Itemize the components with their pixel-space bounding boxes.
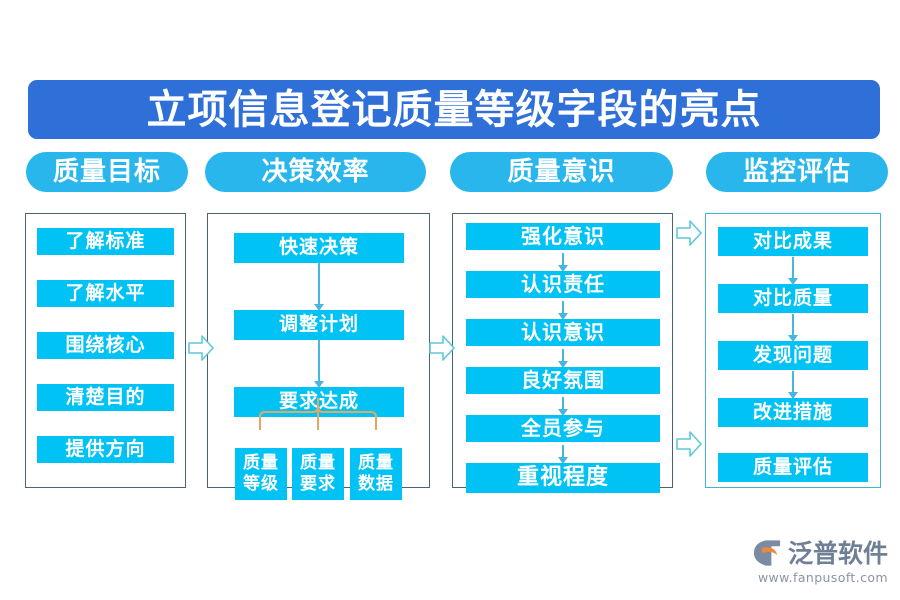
node-item: 质量评估: [718, 453, 868, 482]
section-header-decision-efficiency: 决策效率: [205, 152, 426, 192]
node-item: 认识责任: [466, 271, 660, 298]
node-label: 了解标准: [65, 229, 146, 252]
node-item: 重视程度: [466, 463, 660, 493]
page-title: 立项信息登记质量等级字段的亮点: [146, 86, 762, 133]
node-label: 认识责任: [521, 272, 605, 296]
node-label: 质量 等级: [243, 452, 279, 494]
section-header-label: 决策效率: [261, 157, 370, 187]
node-label: 发现问题: [752, 343, 833, 366]
node-label: 清楚目的: [65, 385, 146, 408]
node-item: 对比质量: [718, 284, 868, 313]
node-item: 强化意识: [466, 223, 660, 250]
flow-arrow-down-icon: [788, 257, 798, 285]
node-label: 质量 要求: [300, 452, 336, 494]
node-label: 提供方向: [65, 437, 146, 460]
node-sub-item: 质量 数据: [350, 448, 402, 500]
section-header-quality-goal: 质量目标: [26, 152, 188, 192]
node-item: 良好氛围: [466, 367, 660, 394]
panel-quality-goal: 了解标准 了解水平 围绕核心 清楚目的 提供方向: [25, 213, 186, 488]
node-label: 质量 数据: [358, 452, 394, 494]
node-sub-item: 质量 要求: [292, 448, 344, 500]
panel-flow-arrow-icon: [429, 333, 455, 363]
section-header-label: 监控评估: [742, 157, 851, 187]
node-item: 了解标准: [37, 228, 174, 255]
node-label: 全员参与: [521, 416, 605, 440]
flow-arrow-down-icon: [558, 397, 568, 416]
node-item: 对比成果: [718, 227, 868, 256]
node-label: 重视程度: [516, 465, 609, 491]
brand-logo: 泛普软件 www.fanpusoft.com: [752, 538, 888, 588]
node-item: 全员参与: [466, 415, 660, 442]
panel-decision-efficiency: 快速决策 调整计划 要求达成 质量 等级 质量 要求 质量 数据: [207, 213, 430, 500]
node-label: 强化意识: [521, 224, 605, 248]
panel-flow-arrow-icon: [676, 429, 702, 459]
node-label: 调整计划: [278, 313, 359, 336]
section-header-label: 质量意识: [507, 157, 616, 187]
node-label: 质量评估: [752, 455, 833, 478]
node-label: 快速决策: [278, 236, 359, 259]
node-item: 了解水平: [37, 280, 174, 307]
node-item: 改进措施: [718, 398, 868, 427]
flow-arrow-down-icon: [558, 445, 568, 464]
node-item: 提供方向: [37, 436, 174, 463]
node-item: 清楚目的: [37, 384, 174, 411]
node-label: 围绕核心: [65, 333, 146, 356]
panel-flow-arrow-icon: [676, 218, 702, 248]
section-header-quality-awareness: 质量意识: [450, 152, 673, 192]
node-item: 要求达成: [234, 387, 404, 417]
brand-url: www.fanpusoft.com: [757, 570, 888, 585]
node-label: 要求达成: [278, 390, 359, 413]
fanpu-logo-mark-icon: [753, 540, 781, 566]
node-item: 发现问题: [718, 341, 868, 370]
panel-monitoring-evaluation: 对比成果 对比质量 发现问题 改进措施 质量评估: [705, 213, 881, 488]
node-label: 改进措施: [752, 400, 833, 423]
node-sub-item: 质量 等级: [235, 448, 287, 500]
flow-arrow-down-icon: [558, 349, 568, 368]
brand-name: 泛普软件: [787, 538, 888, 568]
node-label: 认识意识: [521, 320, 605, 344]
node-item: 认识意识: [466, 319, 660, 346]
node-label: 对比质量: [752, 286, 833, 309]
flow-arrow-down-icon: [314, 340, 324, 388]
flow-arrow-down-icon: [558, 253, 568, 272]
node-label: 对比成果: [752, 229, 833, 252]
node-label: 了解水平: [65, 281, 146, 304]
panel-flow-arrow-icon: [188, 333, 214, 363]
flow-arrow-down-icon: [788, 371, 798, 399]
flow-arrow-down-icon: [558, 301, 568, 320]
section-header-label: 质量目标: [52, 157, 161, 187]
flow-arrow-down-icon: [314, 263, 324, 311]
flow-arrow-down-icon: [788, 314, 798, 342]
node-item: 快速决策: [234, 233, 404, 263]
page-title-banner: 立项信息登记质量等级字段的亮点: [28, 80, 880, 139]
section-header-monitoring-evaluation: 监控评估: [706, 152, 888, 192]
node-label: 良好氛围: [521, 368, 605, 392]
panel-quality-awareness: 强化意识 认识责任 认识意识 良好氛围 全员参与 重视程度: [452, 213, 673, 493]
node-item: 围绕核心: [37, 332, 174, 359]
node-item: 调整计划: [234, 310, 404, 340]
